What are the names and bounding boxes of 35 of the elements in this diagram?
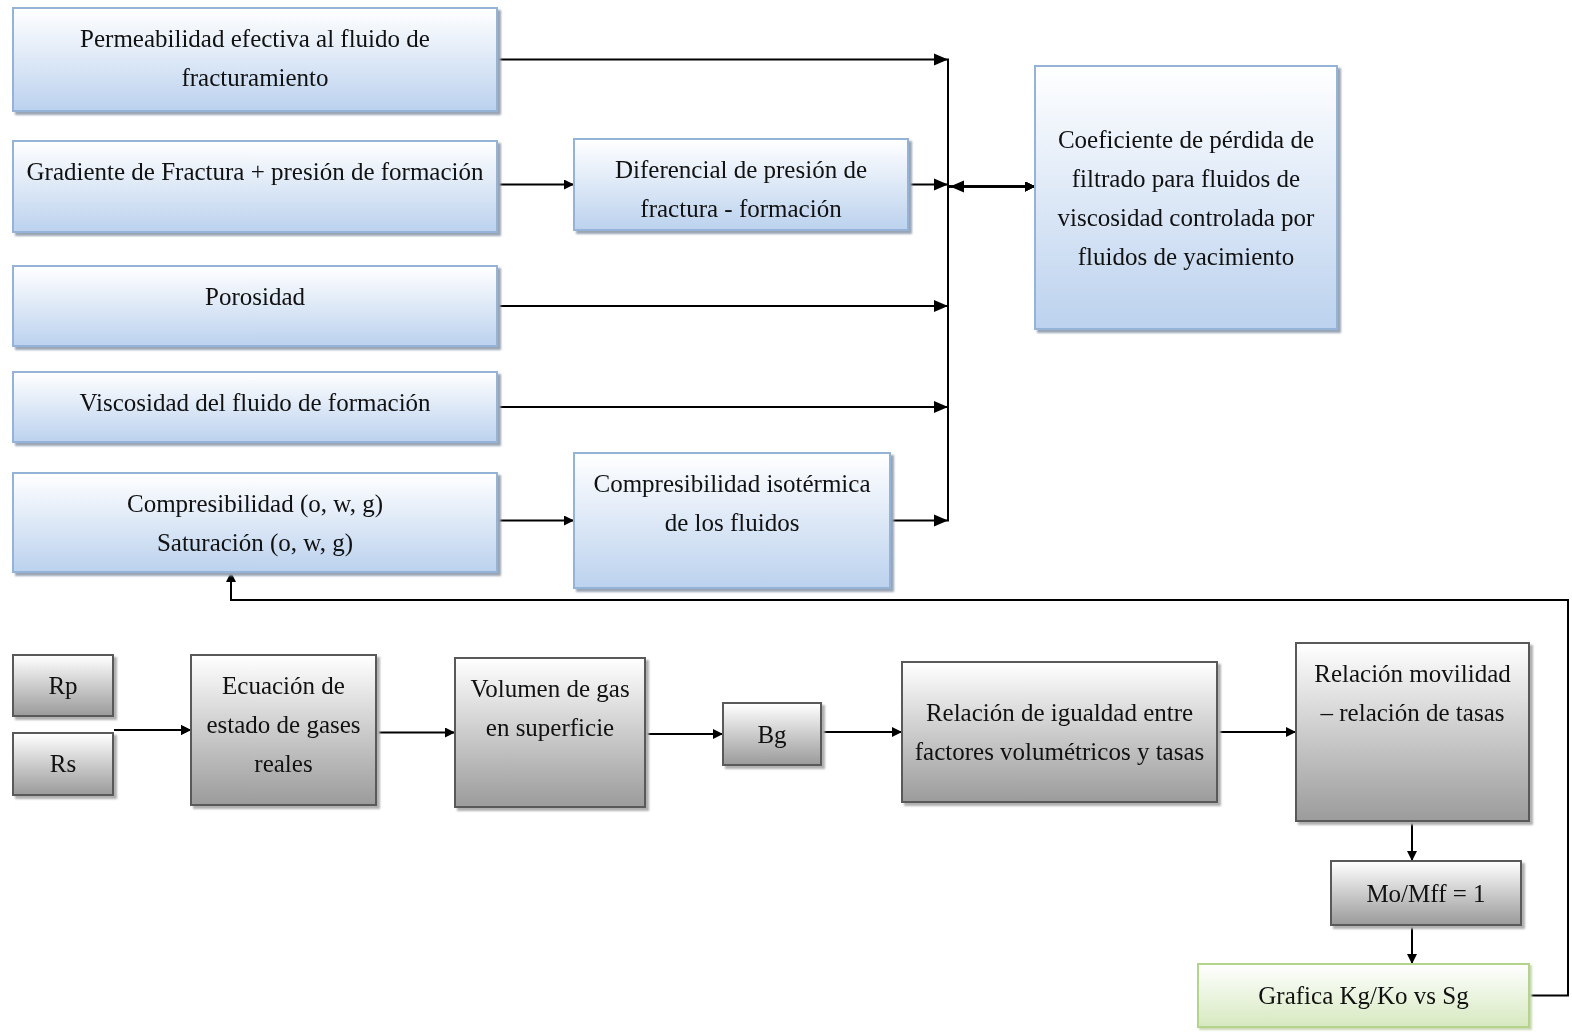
- process-box: [12, 371, 498, 443]
- box-label: Bg: [757, 719, 787, 750]
- box-label: Porosidad: [205, 282, 305, 312]
- process-box: [454, 657, 646, 808]
- process-box: [1034, 65, 1338, 330]
- box-label: Rs: [49, 749, 77, 779]
- box-label: Compresibilidad (o, w, g): [127, 489, 383, 520]
- process-box: [12, 654, 114, 717]
- process-box: [1197, 963, 1530, 1028]
- process-box: [12, 265, 498, 347]
- process-box: [573, 452, 891, 589]
- process-box: [1295, 642, 1530, 822]
- process-box: [722, 702, 822, 766]
- box-label: Coeficiente de pérdida de filtrado para fluidos de viscosidad controlada por fluidos de yacimiento: [1056, 124, 1316, 272]
- box-label: Grafica Kg/Ko vs Sg: [1258, 981, 1469, 1011]
- process-box: [12, 732, 114, 796]
- box-label: Gradiente de Fractura + presión de formación: [26, 157, 484, 187]
- process-box: [12, 472, 498, 573]
- box-label: Relación movilidad – relación de tasas: [1313, 659, 1512, 728]
- process-box: [12, 140, 498, 233]
- process-box: [573, 138, 909, 231]
- box-label: Compresibilidad isotérmica de los fluidos: [592, 469, 872, 538]
- process-box: [12, 7, 498, 112]
- box-label: Volumen de gas en superficie: [469, 674, 631, 743]
- process-box: [1330, 860, 1522, 926]
- box-label: Rp: [48, 671, 78, 701]
- box-label: Ecuación de estado de gases reales: [205, 671, 362, 779]
- process-box: [901, 661, 1218, 803]
- box-label: Permeabilidad efectiva al fluido de fracturamiento: [79, 24, 431, 93]
- box-label: Saturación (o, w, g): [156, 528, 354, 559]
- box-label: Relación de igualdad entre factores volumétricos y tasas: [913, 698, 1206, 767]
- box-label: Diferencial de presión de fractura - formación: [614, 155, 868, 224]
- box-label: Viscosidad del fluido de formación: [79, 388, 431, 418]
- process-box: [190, 654, 377, 806]
- box-label: Mo/Mff = 1: [1366, 878, 1486, 909]
